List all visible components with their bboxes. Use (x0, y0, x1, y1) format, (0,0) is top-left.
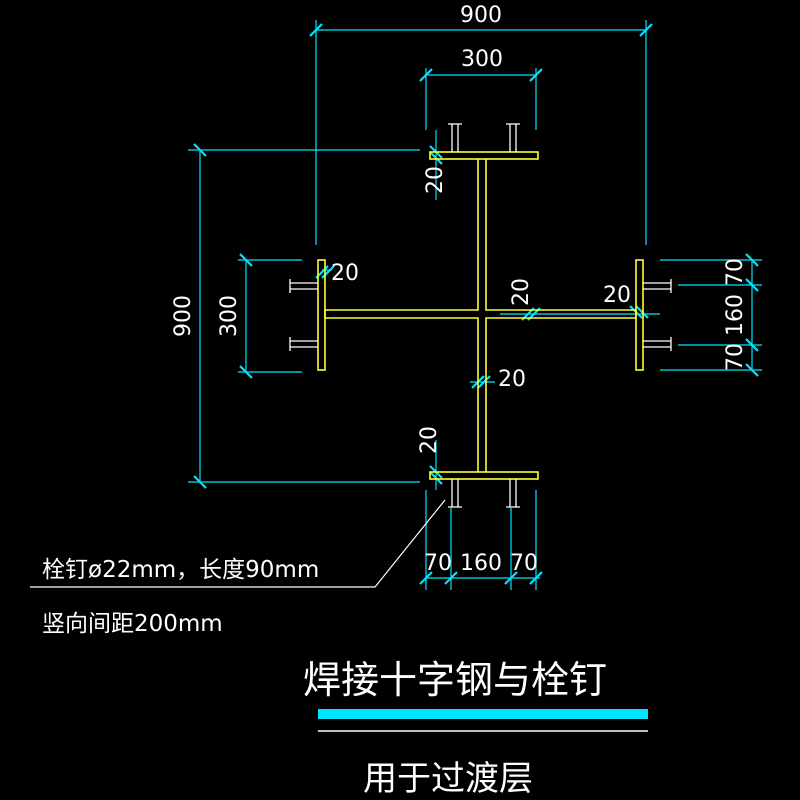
dim-web-thk-center: 20 (498, 367, 526, 392)
cross-steel-section (317, 151, 644, 480)
drawing-subtitle: 用于过渡层 (363, 759, 533, 799)
dim-top-flange: 300 (461, 47, 503, 72)
dim-bottom-160: 160 (460, 551, 502, 576)
dim-web-thk-right-flange: 20 (603, 283, 631, 308)
dim-right-70-top: 70 (723, 258, 748, 286)
dimension-lines (188, 20, 762, 590)
dim-left-overall: 900 (171, 295, 196, 337)
note-leader-line (30, 499, 446, 588)
dim-right-70-bottom: 70 (723, 343, 748, 371)
drawing-title: 焊接十字钢与栓钉 (303, 658, 607, 702)
note-spacing: 竖向间距200mm (42, 611, 223, 637)
shear-studs (289, 123, 672, 508)
dim-web-thk-top: 20 (423, 166, 448, 194)
title-underline-bar (318, 709, 648, 719)
dim-web-thk-right-web: 20 (509, 278, 534, 306)
dim-left-flange: 300 (217, 295, 242, 337)
note-stud-spec: 栓钉ø22mm，长度90mm (42, 557, 319, 583)
dim-web-thk-bottom: 20 (417, 426, 442, 454)
dim-right-160: 160 (723, 294, 748, 336)
dim-bottom-70-right: 70 (510, 551, 538, 576)
dim-top-overall: 900 (460, 3, 502, 28)
dim-bottom-70-left: 70 (424, 551, 452, 576)
dim-web-thk-left-flange: 20 (331, 261, 359, 286)
